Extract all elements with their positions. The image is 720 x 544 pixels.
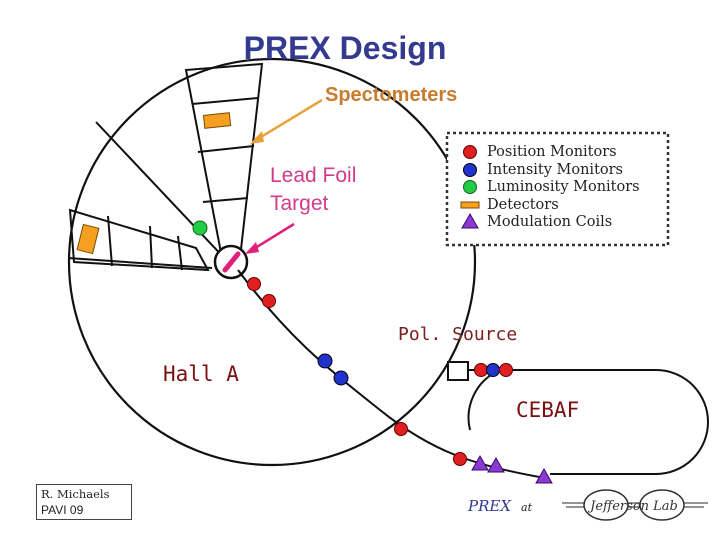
legend-item-modulation: Modulation Coils bbox=[487, 214, 613, 230]
spectrometer-wedge-line-outer bbox=[95, 121, 229, 263]
spectrometer-wedge-line-lower bbox=[67, 257, 213, 269]
intensity-monitor-icon bbox=[317, 353, 333, 369]
legend-detector-icon bbox=[460, 201, 480, 209]
legend-coil-icon bbox=[461, 212, 479, 229]
venue-name: PAVI 09 bbox=[41, 503, 84, 517]
legend-item-position: Position Monitors bbox=[487, 144, 617, 160]
legend-intensity-icon bbox=[463, 163, 477, 177]
pol-source-label: Pol. Source bbox=[398, 324, 518, 345]
cebaf-label: CEBAF bbox=[516, 398, 580, 422]
target-arrow bbox=[251, 222, 295, 252]
prex-label: PREX bbox=[468, 497, 512, 515]
at-label: at bbox=[521, 501, 532, 514]
position-monitor-icon bbox=[453, 452, 467, 466]
page-title: PREX Design bbox=[243, 30, 447, 66]
position-monitor-icon bbox=[499, 363, 513, 377]
lower-spectrometer-body bbox=[68, 208, 210, 272]
intensity-monitor-icon bbox=[333, 370, 349, 386]
modulation-coil-icon bbox=[487, 456, 505, 473]
author-name: R. Michaels bbox=[41, 487, 110, 501]
polarized-source-icon bbox=[447, 361, 469, 381]
beamline bbox=[237, 269, 546, 479]
lead-foil-target-label: Lead Foil Target bbox=[270, 164, 357, 215]
prex-at-caption: PREX at bbox=[468, 497, 532, 515]
upper-detector-icon bbox=[202, 112, 232, 129]
legend-item-intensity: Intensity Monitors bbox=[487, 162, 624, 178]
legend-position-icon bbox=[463, 145, 477, 159]
legend-box bbox=[445, 131, 670, 247]
lead-foil-target-icon bbox=[222, 251, 241, 273]
position-monitor-icon bbox=[474, 363, 488, 377]
spectrometers-label: Spectometers bbox=[325, 84, 458, 106]
credit-box: R. Michaels PAVI 09 bbox=[36, 484, 132, 520]
cebaf-racetrack bbox=[467, 369, 709, 475]
position-monitor-icon bbox=[262, 294, 276, 308]
lower-spectrometer bbox=[68, 208, 210, 272]
luminosity-monitor-icon bbox=[192, 220, 208, 236]
modulation-coil-icon bbox=[535, 467, 553, 484]
spectrometer-arrow bbox=[255, 98, 323, 142]
position-monitor-icon bbox=[247, 277, 261, 291]
legend-luminosity-icon bbox=[463, 180, 477, 194]
modulation-coil-icon bbox=[471, 454, 489, 471]
legend-item-detectors: Detectors bbox=[487, 197, 559, 213]
logo-text: Jefferson Lab bbox=[587, 499, 678, 514]
intensity-monitor-icon bbox=[486, 363, 500, 377]
hall-a-outline bbox=[67, 57, 477, 467]
hall-a-label: Hall A bbox=[163, 362, 239, 386]
jefferson-lab-logo: Jefferson Lab bbox=[562, 489, 708, 521]
lower-detector-icon bbox=[76, 223, 100, 255]
position-monitor-icon bbox=[394, 422, 408, 436]
legend-item-luminosity: Luminosity Monitors bbox=[487, 179, 640, 195]
